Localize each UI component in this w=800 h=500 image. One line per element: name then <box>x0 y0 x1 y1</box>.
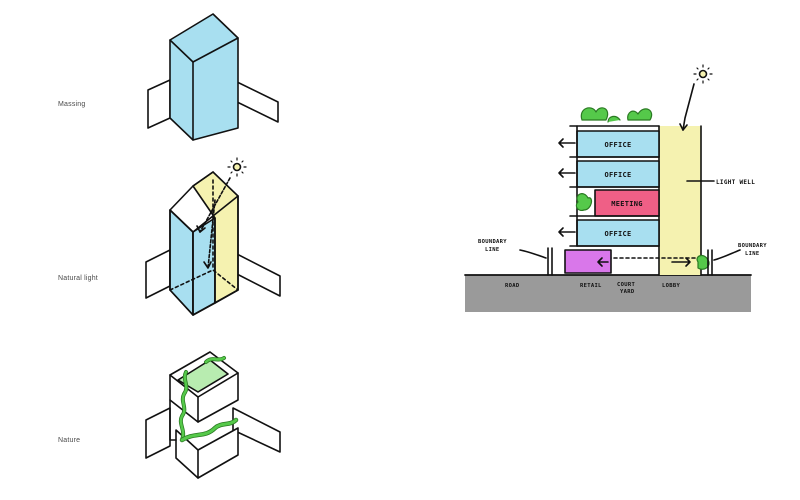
light-well <box>659 126 701 275</box>
massing-diagram <box>147 13 279 141</box>
light-well-label: LIGHT WELL <box>716 179 755 186</box>
boundary-left-line1: BOUNDARY <box>478 239 507 245</box>
floor-label-1: OFFICE <box>604 141 631 149</box>
ground-label-court: COURT <box>617 282 635 288</box>
nature-diagram <box>145 351 281 479</box>
section-labels: OFFICE OFFICE MEETING OFFICE LIGHT WELL … <box>478 141 767 295</box>
ground-label-lobby: LOBBY <box>662 283 680 289</box>
floor-label-3: MEETING <box>611 200 643 208</box>
boundary-right-line1: BOUNDARY <box>738 243 767 249</box>
balcony-planting <box>575 193 593 211</box>
sun-icon <box>232 162 242 172</box>
floor-office-2 <box>576 160 660 188</box>
massing-volume <box>169 13 239 141</box>
floor-retail <box>564 249 612 274</box>
floor-label-2: OFFICE <box>604 171 631 179</box>
floor-label-4: OFFICE <box>604 230 631 238</box>
floor-meeting <box>594 189 660 217</box>
ground-label-road: ROAD <box>505 283 520 289</box>
caption-natural-light: Natural light <box>58 275 98 282</box>
section-sun-icon <box>698 69 708 79</box>
boundary-right-line2: LINE <box>745 251 759 257</box>
building-section <box>464 64 752 312</box>
caption-massing: Massing <box>58 101 86 108</box>
floor-office-1 <box>576 130 660 158</box>
ground-label-retail: RETAIL <box>580 283 602 289</box>
boundary-left-line2: LINE <box>485 247 499 253</box>
ground-label-yard: YARD <box>620 289 635 295</box>
ground-plane <box>465 275 751 312</box>
caption-nature: Nature <box>58 437 81 444</box>
natural-light-diagram <box>145 157 281 316</box>
